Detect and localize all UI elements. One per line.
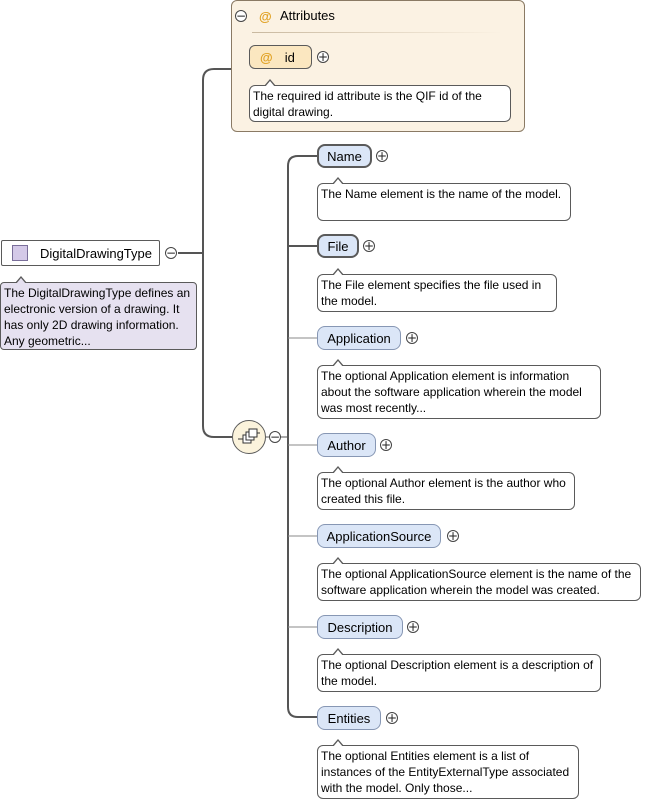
sequence-collapse-icon[interactable]: −	[269, 430, 281, 444]
complex-type-icon	[12, 245, 28, 261]
sequence-compositor-icon[interactable]	[232, 420, 266, 454]
element-entities[interactable]: Entities	[317, 706, 381, 730]
element-file-note: The File element specifies the file used…	[317, 268, 557, 312]
attribute-at-icon: @	[260, 49, 273, 65]
root-description-note: The DigitalDrawingType defines an electr…	[0, 276, 197, 350]
attributes-title: Attributes	[280, 8, 335, 23]
element-author[interactable]: Author	[317, 433, 376, 457]
element-application[interactable]: Application	[317, 326, 401, 350]
element-description-expand-icon[interactable]: +	[407, 620, 419, 634]
element-file-expand-icon[interactable]: +	[363, 239, 375, 253]
attribute-id-note: The required id attribute is the QIF id …	[249, 79, 511, 122]
attributes-divider	[252, 32, 502, 33]
element-name[interactable]: Name	[317, 144, 372, 168]
attributes-group: − @ Attributes @ id + The required id at…	[231, 0, 525, 132]
element-application-expand-icon[interactable]: +	[406, 331, 418, 345]
attribute-id-label: id	[284, 49, 295, 65]
element-description[interactable]: Description	[317, 615, 403, 639]
element-application-note: The optional Application element is info…	[317, 359, 601, 419]
element-file[interactable]: File	[317, 234, 359, 258]
element-description-note: The optional Description element is a de…	[317, 648, 601, 692]
attribute-id-expand-icon[interactable]: +	[317, 50, 329, 64]
root-type-name: DigitalDrawingType	[40, 245, 152, 261]
attributes-collapse-icon[interactable]: −	[235, 9, 247, 23]
sequence-glyph-icon	[238, 428, 260, 444]
root-collapse-icon[interactable]: −	[165, 246, 177, 260]
element-author-note: The optional Author element is the autho…	[317, 466, 575, 510]
element-application-source-expand-icon[interactable]: +	[447, 529, 459, 543]
element-name-expand-icon[interactable]: +	[376, 149, 388, 163]
root-type-node[interactable]: DigitalDrawingType	[1, 240, 160, 266]
element-application-source-note: The optional ApplicationSource element i…	[317, 557, 641, 601]
element-application-source[interactable]: ApplicationSource	[317, 524, 441, 548]
attribute-at-icon: @	[259, 9, 272, 24]
element-entities-expand-icon[interactable]: +	[386, 711, 398, 725]
attribute-id[interactable]: @ id	[249, 45, 312, 69]
element-name-note: The Name element is the name of the mode…	[317, 177, 571, 221]
element-entities-note: The optional Entities element is a list …	[317, 739, 579, 799]
element-author-expand-icon[interactable]: +	[380, 438, 392, 452]
